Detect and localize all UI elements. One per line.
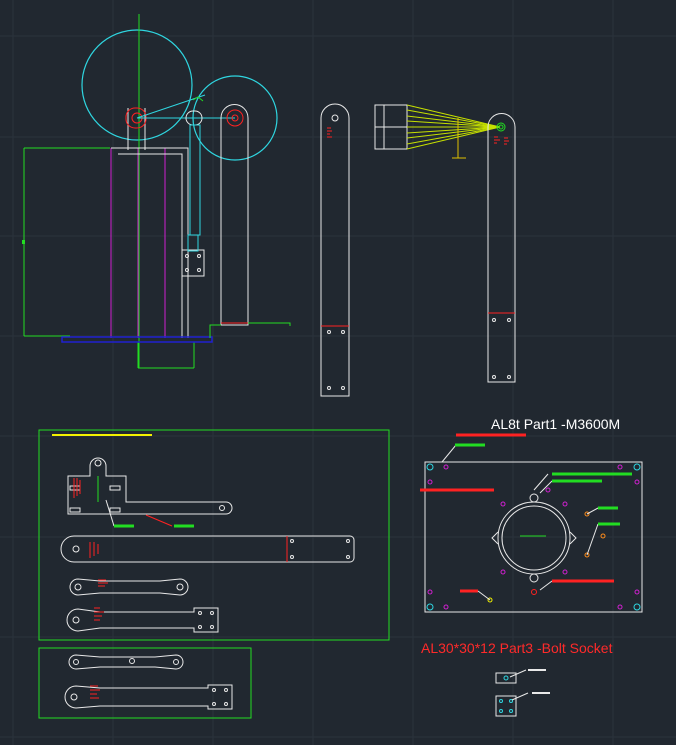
arm-with-fan-part — [374, 104, 516, 383]
long-arm-part — [320, 103, 350, 397]
assembly-front-view — [22, 14, 291, 369]
parts-sheet-2 — [38, 647, 252, 719]
base-plate-part1 — [420, 433, 643, 613]
part1-label: AL8t Part1 -M3600M — [491, 416, 621, 432]
bolt-socket-part3 — [495, 669, 550, 717]
parts-sheet-1 — [38, 429, 390, 641]
part3-label: AL30*30*12 Part3 -Bolt Socket — [421, 640, 613, 656]
